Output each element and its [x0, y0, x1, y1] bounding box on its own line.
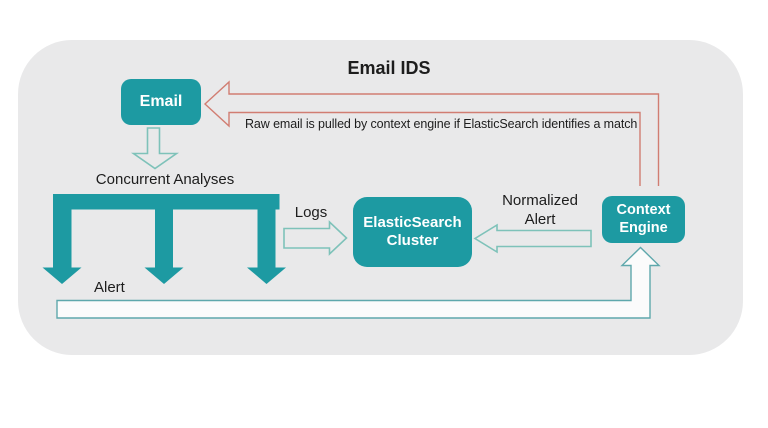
- email-down-arrow: [130, 127, 180, 170]
- alert-label: Alert: [94, 279, 125, 296]
- normalized-alert-label: Normalized Alert: [488, 192, 592, 229]
- node-elasticsearch-label-line2: Cluster: [386, 232, 439, 249]
- node-email: Email: [121, 79, 201, 125]
- logs-label: Logs: [294, 204, 328, 221]
- node-elasticsearch-cluster: ElasticSearch Cluster: [353, 197, 472, 267]
- logs-arrow: [283, 220, 348, 256]
- node-context-label-line2: Engine: [619, 219, 668, 236]
- node-context-engine: Context Engine: [602, 196, 685, 243]
- alert-channel-up-arrow: [56, 246, 661, 319]
- node-email-label: Email: [139, 93, 183, 110]
- normalized-alert-label-line2: Alert: [524, 210, 556, 228]
- raw-email-return-arrow: [203, 80, 660, 186]
- analyses-fork-arrows: [42, 194, 286, 284]
- normalized-alert-label-line1: Normalized: [502, 192, 578, 209]
- node-context-label-line1: Context: [616, 202, 671, 218]
- concurrent-analyses-label: Concurrent Analyses: [95, 171, 235, 188]
- node-elasticsearch-label-line1: ElasticSearch: [363, 213, 462, 231]
- raw-email-note: Raw email is pulled by context engine if…: [245, 117, 638, 131]
- normalized-alert-arrow: [473, 223, 592, 254]
- diagram-title: Email IDS: [347, 58, 431, 78]
